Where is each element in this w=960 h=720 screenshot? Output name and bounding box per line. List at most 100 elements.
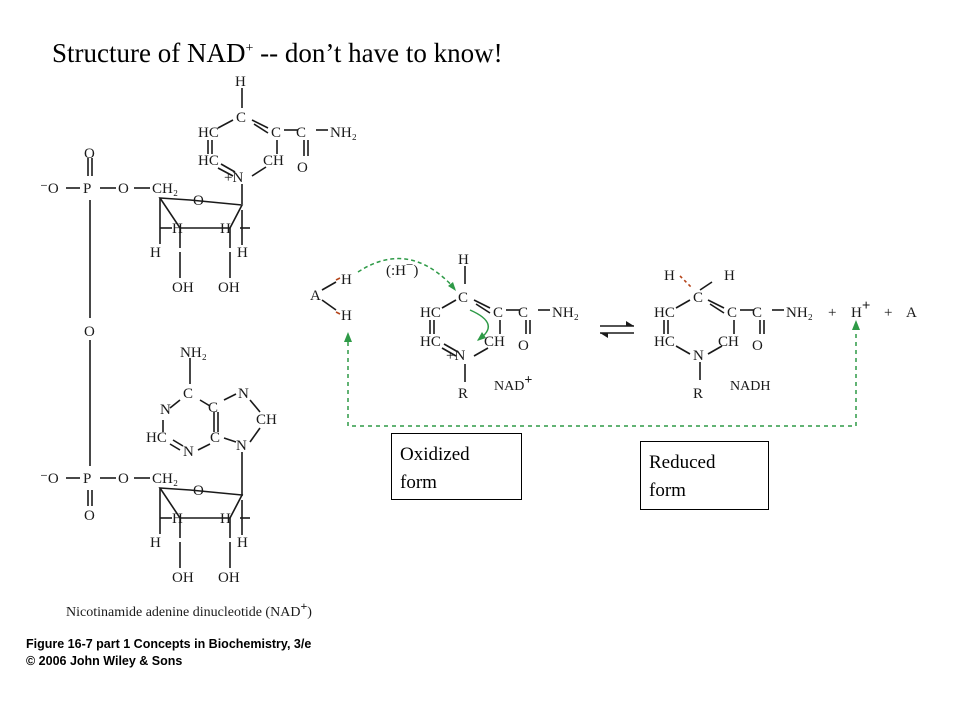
svg-text:OH: OH: [218, 280, 240, 296]
svg-text:O: O: [118, 181, 129, 197]
svg-text:O: O: [297, 160, 308, 176]
svg-text:NH₂: NH₂: [552, 305, 579, 321]
svg-text:O: O: [752, 338, 763, 354]
svg-text:C: C: [210, 430, 220, 446]
svg-text:HC: HC: [654, 305, 675, 321]
proton-label: H+: [851, 298, 870, 321]
nad-atom-labels: H C HC C C NH₂ HC CH O +N O ⁻O P O CH₂ O…: [40, 74, 357, 586]
svg-text:P: P: [83, 181, 91, 197]
svg-text:HC: HC: [420, 334, 441, 350]
svg-text:C: C: [208, 400, 218, 416]
svg-text:HC: HC: [198, 125, 219, 141]
equilibrium-arrowheads: [600, 321, 634, 338]
figure-caption: Figure 16-7 part 1 Concepts in Biochemis…: [26, 636, 311, 670]
svg-text:CH₂: CH₂: [152, 471, 178, 487]
svg-text:C: C: [296, 125, 306, 141]
reduced-form-box: Reduced form: [640, 441, 769, 510]
svg-text:C: C: [693, 290, 703, 306]
svg-text:P: P: [83, 471, 91, 487]
svg-text:H: H: [220, 221, 231, 237]
svg-text:CH: CH: [718, 334, 739, 350]
hydride-bonds: [335, 275, 693, 315]
svg-text:R: R: [693, 386, 703, 402]
svg-text:+N: +N: [224, 170, 243, 186]
svg-text:O: O: [193, 193, 204, 209]
reaction-atom-labels: A H H H C HC C C NH₂ HC CH O +N R H H C …: [310, 252, 813, 402]
nad-label: NAD+: [494, 373, 532, 394]
svg-text:N: N: [160, 402, 171, 418]
reduced-line2: form: [649, 480, 686, 501]
svg-text:C: C: [458, 290, 468, 306]
svg-text:N: N: [236, 438, 247, 454]
caption-line2: © 2006 John Wiley & Sons: [26, 654, 183, 668]
caption-line1: Figure 16-7 part 1 Concepts in Biochemis…: [26, 637, 312, 651]
svg-text:O: O: [84, 324, 95, 340]
svg-text:OH: OH: [172, 570, 194, 586]
svg-text:HC: HC: [198, 153, 219, 169]
svg-text:H: H: [235, 74, 246, 90]
title-superscript: +: [245, 41, 254, 56]
svg-text:⁻O: ⁻O: [40, 181, 59, 197]
svg-text:H: H: [150, 245, 161, 261]
plus-sign-1: +: [828, 305, 836, 321]
svg-text:H: H: [724, 268, 735, 284]
svg-text:CH: CH: [256, 412, 277, 428]
svg-text:C: C: [493, 305, 503, 321]
svg-text:O: O: [518, 338, 529, 354]
svg-text:N: N: [693, 348, 704, 364]
svg-text:NH₂: NH₂: [330, 125, 357, 141]
svg-text:C: C: [727, 305, 737, 321]
svg-text:H: H: [237, 245, 248, 261]
svg-text:C: C: [183, 386, 193, 402]
svg-text:O: O: [84, 508, 95, 524]
svg-text:HC: HC: [420, 305, 441, 321]
svg-text:⁻O: ⁻O: [40, 471, 59, 487]
svg-text:H: H: [172, 221, 183, 237]
svg-text:H: H: [341, 308, 352, 324]
svg-text:NH₂: NH₂: [180, 345, 207, 361]
nad-bonds: [66, 88, 328, 568]
oxidized-form-box: Oxidized form: [391, 433, 522, 500]
svg-text:OH: OH: [172, 280, 194, 296]
svg-text:O: O: [193, 483, 204, 499]
svg-text:H: H: [150, 535, 161, 551]
svg-text:CH: CH: [484, 334, 505, 350]
svg-text:+N: +N: [446, 348, 465, 364]
svg-text:H: H: [664, 268, 675, 284]
title-rest: -- don’t have to know!: [253, 38, 503, 68]
hydride-label: (:H−): [386, 257, 418, 279]
svg-text:HC: HC: [146, 430, 167, 446]
svg-text:CH₂: CH₂: [152, 181, 178, 197]
svg-text:H: H: [458, 252, 469, 268]
svg-text:H: H: [220, 511, 231, 527]
product-a: A: [906, 305, 917, 321]
svg-text:OH: OH: [218, 570, 240, 586]
svg-text:O: O: [118, 471, 129, 487]
slide-title: Structure of NAD+ -- don’t have to know!: [52, 38, 503, 69]
svg-text:C: C: [518, 305, 528, 321]
title-main: Structure of NAD: [52, 38, 246, 68]
svg-text:C: C: [752, 305, 762, 321]
svg-text:H: H: [341, 272, 352, 288]
nadh-label: NADH: [730, 379, 770, 394]
svg-text:C: C: [236, 110, 246, 126]
svg-text:O: O: [84, 146, 95, 162]
svg-text:H: H: [237, 535, 248, 551]
reduced-line1: Reduced: [649, 452, 716, 473]
svg-text:N: N: [183, 444, 194, 460]
svg-text:HC: HC: [654, 334, 675, 350]
green-arrowheads: [344, 282, 860, 342]
oxidized-line1: Oxidized: [400, 444, 470, 465]
molecule-name: Nicotinamide adenine dinucleotide (NAD+): [66, 599, 312, 620]
svg-text:NH₂: NH₂: [786, 305, 813, 321]
svg-text:N: N: [238, 386, 249, 402]
svg-text:R: R: [458, 386, 468, 402]
svg-text:A: A: [310, 288, 321, 304]
oxidized-line2: form: [400, 472, 437, 493]
reaction-bonds: [321, 266, 784, 382]
svg-text:H: H: [172, 511, 183, 527]
svg-text:CH: CH: [263, 153, 284, 169]
plus-sign-2: +: [884, 305, 892, 321]
svg-text:C: C: [271, 125, 281, 141]
